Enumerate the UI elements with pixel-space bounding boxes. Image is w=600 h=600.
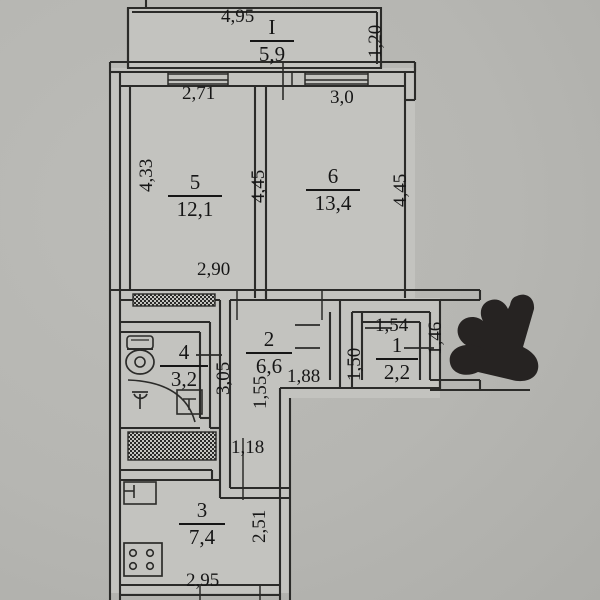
radiator-icon-top bbox=[132, 293, 216, 307]
dim-room5-top: 2,71 bbox=[182, 83, 216, 104]
corridor-lower-band bbox=[200, 416, 220, 430]
label-rule bbox=[179, 523, 225, 525]
partition-room5-room6 bbox=[253, 86, 268, 298]
window-right bbox=[304, 72, 369, 86]
dim-room2-left: 1,55 bbox=[250, 375, 271, 409]
room-3-area: 7,4 bbox=[188, 525, 216, 549]
dim-room1-left: 1,50 bbox=[344, 347, 365, 381]
room-3-label: 3 7,4 bbox=[176, 500, 228, 548]
room-2-label: 2 6,6 bbox=[243, 329, 295, 377]
dim-room3-right: 2,51 bbox=[249, 509, 270, 543]
toilet-icon bbox=[125, 335, 155, 375]
dimension-ticks bbox=[196, 324, 434, 356]
room-4-number: 4 bbox=[178, 340, 190, 364]
balcony-label: I 5,9 bbox=[247, 17, 297, 65]
dim-room6-top: 3,0 bbox=[330, 87, 354, 108]
stove-icon bbox=[123, 542, 163, 577]
room-4-label: 4 3,2 bbox=[157, 342, 211, 390]
room-5-area: 12,1 bbox=[176, 197, 214, 221]
room-3-number: 3 bbox=[196, 498, 208, 522]
dim-corridor-bottom: 1,18 bbox=[231, 437, 265, 458]
room-2-number: 2 bbox=[263, 327, 275, 351]
label-rule bbox=[376, 358, 418, 360]
label-rule bbox=[160, 365, 208, 367]
room-4-area: 3,2 bbox=[170, 367, 198, 391]
dim-room5-bottom: 2,90 bbox=[197, 259, 231, 280]
dim-room5-right: 4,45 bbox=[248, 169, 269, 203]
dim-balcony-depth: 1,20 bbox=[365, 24, 386, 58]
room-6-label: 6 13,4 bbox=[303, 166, 363, 214]
room-1-label: 1 2,2 bbox=[373, 335, 421, 383]
bath-niche-icon bbox=[176, 389, 203, 415]
room-5-number: 5 bbox=[189, 170, 201, 194]
room-2-walls bbox=[218, 312, 440, 600]
window-left bbox=[167, 72, 229, 86]
dim-room5-left: 4,33 bbox=[136, 158, 157, 192]
balcony-area: 5,9 bbox=[258, 42, 286, 66]
room-1-walls bbox=[350, 310, 430, 388]
sink-icon bbox=[132, 391, 148, 409]
label-rule bbox=[246, 352, 292, 354]
room-4-walls bbox=[120, 320, 212, 430]
room-6-number: 6 bbox=[327, 164, 339, 188]
label-rule bbox=[250, 40, 294, 42]
room-6-area: 13,4 bbox=[314, 191, 352, 215]
dim-room3-bottom: 2,95 bbox=[186, 570, 220, 591]
building-outer-wall bbox=[108, 60, 417, 600]
dim-room1-right: 1,46 bbox=[425, 321, 446, 355]
room-1-number: 1 bbox=[391, 333, 403, 357]
dim-room2-bottom: 1,88 bbox=[287, 366, 321, 387]
dim-balcony-length: 4,95 bbox=[221, 6, 255, 27]
label-rule bbox=[168, 195, 222, 197]
label-rule bbox=[306, 189, 360, 191]
dim-room6-right: 4,45 bbox=[390, 173, 411, 207]
plan-walls bbox=[108, 0, 530, 600]
vent-box-icon bbox=[123, 481, 157, 505]
partition-corridor-room1 bbox=[328, 300, 342, 388]
room-1-area: 2,2 bbox=[383, 360, 411, 384]
room-5-walls bbox=[128, 84, 255, 290]
radiator-icon-bottom bbox=[127, 431, 217, 461]
dim-room4-right: 3,05 bbox=[213, 361, 234, 395]
dim-room1-top: 1,54 bbox=[375, 315, 409, 336]
hand-pointer-cursor bbox=[449, 294, 539, 382]
room-2-area: 6,6 bbox=[255, 354, 283, 378]
room-5-label: 5 12,1 bbox=[165, 172, 225, 220]
balcony-number: I bbox=[268, 15, 276, 39]
